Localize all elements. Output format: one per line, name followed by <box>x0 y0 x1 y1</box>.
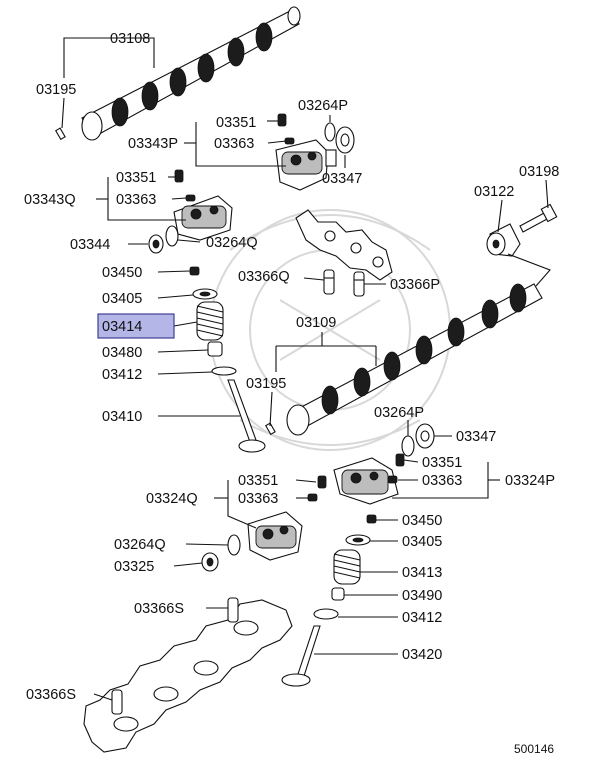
lash-adjuster-03366P[interactable] <box>353 271 365 297</box>
label-03363-d: 03363 <box>422 473 462 489</box>
label-03351-d: 03351 <box>422 455 462 471</box>
highlight-box-03414 <box>97 313 175 339</box>
spring-seat-03405-a[interactable] <box>192 288 218 300</box>
lash-adjuster-03366S-lower[interactable] <box>111 689 123 715</box>
rocker-arm-03343P[interactable] <box>275 139 337 191</box>
label-03325: 03325 <box>114 559 154 575</box>
label-03343P: 03343P <box>128 136 178 152</box>
label-03405-b: 03405 <box>402 534 442 550</box>
label-03351-b: 03351 <box>116 170 156 186</box>
spring-seat-03405-b[interactable] <box>345 534 371 546</box>
valve-03420[interactable] <box>281 625 321 687</box>
dowel-pin-03195-lower[interactable] <box>265 422 276 436</box>
label-03414: 03414 <box>102 319 142 335</box>
nut-03363-b[interactable] <box>185 194 196 202</box>
nut-03363-c[interactable] <box>307 493 318 502</box>
valve-03410[interactable] <box>227 379 266 453</box>
label-03351-a: 03351 <box>216 115 256 131</box>
nut-03363-d[interactable] <box>387 475 398 484</box>
oring-03264Q-b[interactable] <box>227 534 241 556</box>
label-03344: 03344 <box>70 237 110 253</box>
bolt-03351-d[interactable] <box>395 453 405 467</box>
diagram-id: 500146 <box>514 742 554 756</box>
label-03264Q-b: 03264Q <box>114 537 166 553</box>
label-03412-a: 03412 <box>102 367 142 383</box>
valve-spring-03413[interactable] <box>333 549 361 585</box>
washer-03412-a[interactable] <box>211 366 237 376</box>
label-03343Q: 03343Q <box>24 192 76 208</box>
label-03412-b: 03412 <box>402 610 442 626</box>
rocker-shaft-plate-upper[interactable] <box>295 209 393 281</box>
label-03413: 03413 <box>402 565 442 581</box>
rocker-arm-03324Q[interactable] <box>247 511 303 561</box>
label-03405-a: 03405 <box>102 291 142 307</box>
bushing-03122[interactable] <box>486 223 521 257</box>
label-03410: 03410 <box>102 409 142 425</box>
washer-03412-b[interactable] <box>313 608 339 620</box>
valve-seal-03490[interactable] <box>331 587 345 601</box>
rocker-arm-03324P[interactable] <box>333 457 399 505</box>
label-03109: 03109 <box>296 315 336 331</box>
washer-03344[interactable] <box>148 234 164 254</box>
rocker-shaft-plate-lower[interactable] <box>83 599 293 753</box>
label-03363-b: 03363 <box>116 192 156 208</box>
lash-adjuster-03366Q[interactable] <box>323 269 335 295</box>
label-03195-upper: 03195 <box>36 82 76 98</box>
label-03366S-lower: 03366S <box>26 687 76 703</box>
valve-spring-03414[interactable] <box>196 301 224 341</box>
label-03366Q: 03366Q <box>238 269 290 285</box>
bolt-03351-a[interactable] <box>277 113 287 127</box>
label-03264P-a: 03264P <box>298 98 348 114</box>
label-03195-lower: 03195 <box>246 376 286 392</box>
label-03363-a: 03363 <box>214 136 254 152</box>
lash-adjuster-03366S[interactable] <box>227 597 239 623</box>
label-03264Q-a: 03264Q <box>206 235 258 251</box>
label-03347-a: 03347 <box>322 171 362 187</box>
camshaft-03108[interactable] <box>81 6 301 141</box>
oring-03264Q-a[interactable] <box>165 225 179 247</box>
nut-03363-a[interactable] <box>284 137 295 145</box>
label-03450-a: 03450 <box>102 265 142 281</box>
label-03122: 03122 <box>474 184 514 200</box>
label-03198: 03198 <box>519 164 559 180</box>
oring-03264P-a[interactable] <box>324 122 336 142</box>
label-03450-b: 03450 <box>402 513 442 529</box>
label-03351-c: 03351 <box>238 473 278 489</box>
label-03490: 03490 <box>402 588 442 604</box>
label-03324P: 03324P <box>505 473 555 489</box>
retainer-03450-a[interactable] <box>189 266 200 276</box>
part-labels[interactable]: 03108 03195 03351 03264P 03343P 03363 03… <box>24 31 559 703</box>
bolt-03351-c[interactable] <box>317 475 327 489</box>
label-03363-c: 03363 <box>238 491 278 507</box>
label-03264P-b: 03264P <box>374 405 424 421</box>
camshaft-03109[interactable] <box>286 283 543 436</box>
washer-03325[interactable] <box>201 552 219 572</box>
label-03366S: 03366S <box>134 601 184 617</box>
valve-seal-03480[interactable] <box>207 341 223 357</box>
retainer-03450-b[interactable] <box>366 514 377 524</box>
gasket-03347-b[interactable] <box>415 423 435 449</box>
gasket-03347-a[interactable] <box>335 126 355 154</box>
label-03324Q: 03324Q <box>146 491 198 507</box>
label-03108: 03108 <box>110 31 150 47</box>
oring-03264P-b[interactable] <box>401 435 415 457</box>
label-03366P: 03366P <box>390 277 440 293</box>
rocker-arm-03343Q[interactable] <box>173 195 233 241</box>
dowel-pin-03195-upper[interactable] <box>55 127 66 141</box>
label-03480: 03480 <box>102 345 142 361</box>
label-03420: 03420 <box>402 647 442 663</box>
label-03347-b: 03347 <box>456 429 496 445</box>
bolt-03351-b[interactable] <box>174 169 184 183</box>
bolt-03198[interactable] <box>519 203 558 233</box>
leader-lines <box>61 37 551 701</box>
